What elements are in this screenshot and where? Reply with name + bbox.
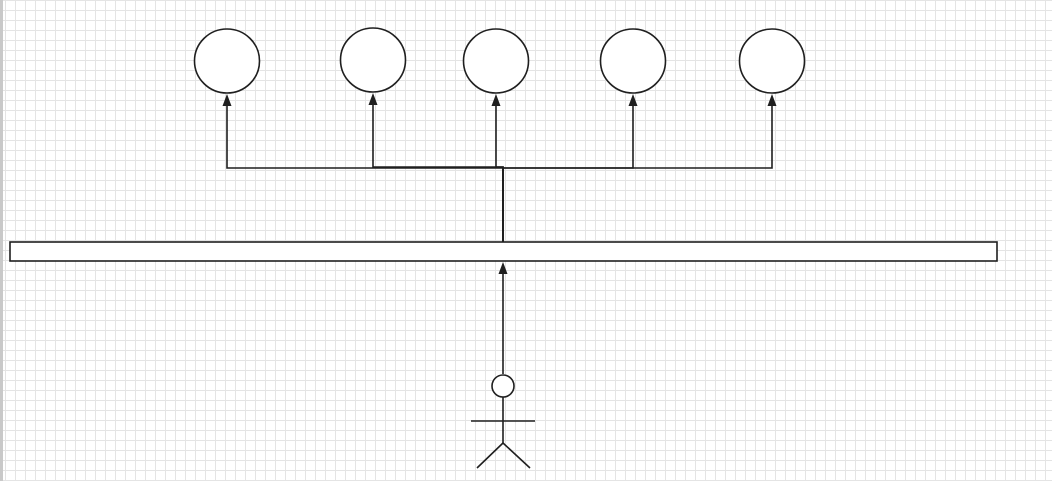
connector-bar-to-circle-1[interactable] xyxy=(226,104,504,242)
connector-bar-to-circle-5[interactable] xyxy=(502,104,773,242)
actor-right-leg xyxy=(502,442,531,469)
connector-bar-to-circle-3[interactable] xyxy=(495,104,504,242)
circle-node-3[interactable] xyxy=(462,28,530,94)
connector-bar-to-circle-4[interactable] xyxy=(502,104,634,242)
circle-node-5[interactable] xyxy=(738,28,806,94)
canvas-left-edge xyxy=(0,0,3,481)
connector-bar-to-circle-2[interactable] xyxy=(372,103,504,242)
arrowhead-circle-2 xyxy=(368,93,378,105)
arrowhead-circle-3 xyxy=(491,94,501,106)
arrowhead-circle-5 xyxy=(767,94,777,106)
arrowhead-circle-1 xyxy=(222,94,232,106)
circle-node-4[interactable] xyxy=(599,28,667,94)
bar-rectangle[interactable] xyxy=(9,241,998,262)
actor-head xyxy=(491,374,515,398)
actor-left-leg xyxy=(476,442,504,469)
arrowhead-circle-4 xyxy=(628,94,638,106)
arrowhead-bar xyxy=(498,262,508,274)
circle-node-1[interactable] xyxy=(193,28,261,94)
circle-node-2[interactable] xyxy=(339,27,407,93)
actor-icon[interactable] xyxy=(471,374,535,469)
